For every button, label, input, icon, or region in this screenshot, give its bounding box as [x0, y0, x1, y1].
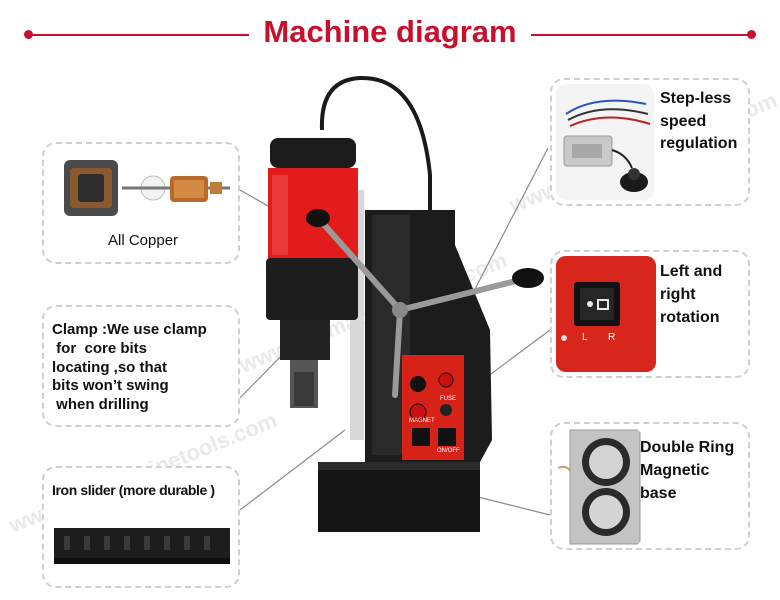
- magnet-line-2: Magnetic: [640, 462, 710, 480]
- motor-cap: [270, 138, 356, 168]
- speed-line-1: Step-less: [660, 90, 732, 107]
- clamp-line-4: bits won’t swing: [52, 377, 169, 395]
- panel-magnet-label: MAGNET: [409, 418, 435, 424]
- slider-label: Iron slider (more durable ): [52, 482, 215, 498]
- rotation-line-1: Left and: [660, 263, 723, 280]
- gearbox: [266, 258, 358, 320]
- magnet-line-1: Double Ring: [640, 439, 735, 456]
- magnetic-base: [318, 462, 480, 532]
- copper-motor-image: [52, 150, 232, 220]
- callout-magnet: Double Ring Magnetic base: [550, 422, 750, 550]
- clamp-line-5: when drilling: [52, 396, 149, 413]
- callout-slider: Iron slider (more durable ): [42, 466, 240, 588]
- speed-control-image: [556, 84, 654, 200]
- clamp-line-3: locating ,so that: [52, 358, 168, 376]
- speed-line-3: regulation: [660, 135, 738, 153]
- title-row: Machine diagram: [0, 12, 780, 56]
- spindle-housing: [280, 320, 330, 360]
- switch-r-label: R: [608, 332, 616, 343]
- callout-copper: All Copper: [42, 142, 240, 264]
- feed-handle-2: [397, 277, 523, 313]
- rotation-switch-image: L R: [556, 256, 656, 372]
- clamp-line-1: Clamp :We use clamp: [52, 321, 207, 338]
- connector-magnet: [477, 496, 551, 516]
- rotation-label: Left and right rotation: [660, 260, 722, 330]
- callout-rotation: L R Left and right rotation: [550, 250, 750, 378]
- page-title: Machine diagram: [0, 14, 780, 50]
- panel-onoff-label: ON/OFF: [437, 448, 460, 454]
- magnet-base-image: [558, 428, 642, 546]
- copper-label: All Copper: [108, 232, 179, 249]
- magnet-label: Double Ring Magnetic base: [640, 436, 734, 506]
- speed-label: Step-less speed regulation: [660, 88, 737, 156]
- title-left-dot: [24, 30, 33, 39]
- clamp-line-2: for core bits: [52, 339, 148, 357]
- rotation-line-3: rotation: [660, 309, 720, 327]
- speed-knob: [410, 376, 426, 392]
- panel-fuse-label: FUSE: [440, 396, 457, 402]
- callout-clamp: Clamp :We use clamp for core bits locati…: [42, 305, 240, 427]
- feed-handle-1: [317, 217, 403, 313]
- clamp-label: Clamp :We use clamp for core bits locati…: [52, 321, 207, 415]
- callout-speed: Step-less speed regulation: [550, 78, 750, 206]
- magnet-line-3: base: [640, 485, 677, 503]
- switch-l-label: L: [582, 332, 588, 343]
- rotation-line-2: right: [660, 286, 696, 304]
- title-right-dot: [747, 30, 756, 39]
- speed-line-2: speed: [660, 112, 707, 130]
- power-cable: [319, 75, 432, 245]
- feed-handle-3: [392, 307, 403, 398]
- slider-image: [50, 514, 234, 576]
- connector-slider: [239, 429, 346, 511]
